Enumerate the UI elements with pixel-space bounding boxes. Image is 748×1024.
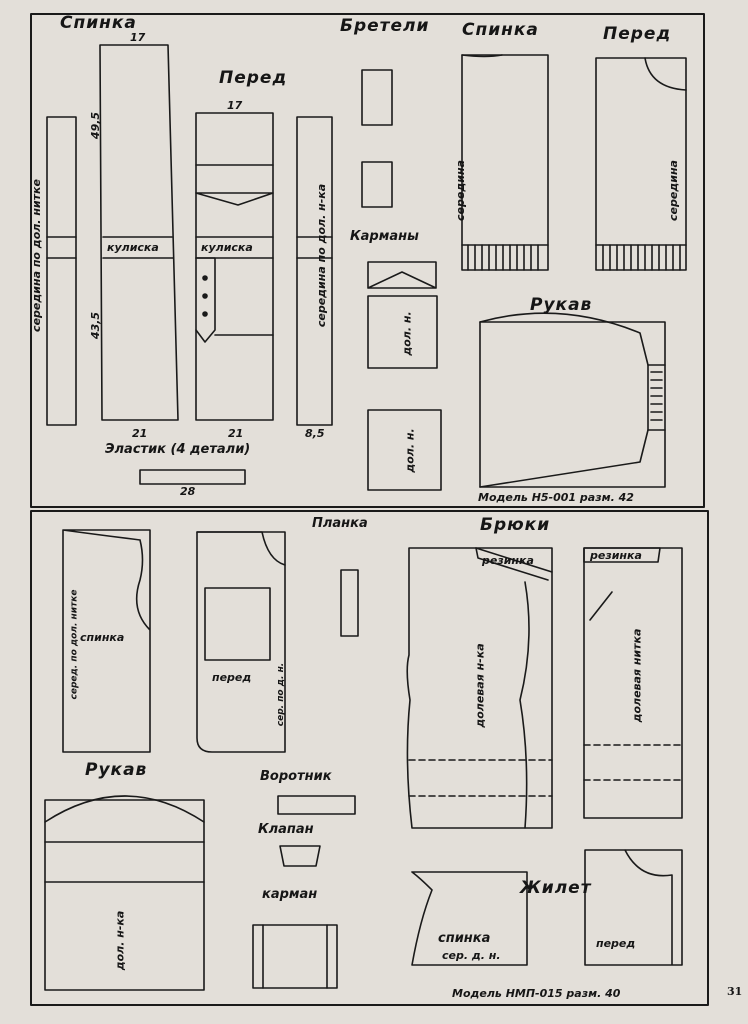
pered2-label: середина bbox=[666, 160, 680, 221]
top-pered2-piece bbox=[595, 57, 687, 271]
spinka-bottom-dim: 21 bbox=[132, 427, 148, 440]
karman-title-bottom: карман bbox=[262, 887, 318, 902]
karman-top-piece bbox=[367, 261, 437, 289]
spinka2-label: середина bbox=[453, 160, 467, 221]
bottom-pered-seam: сер. по д. н. bbox=[276, 662, 287, 727]
bryuki-right-piece bbox=[583, 547, 683, 819]
bottom-frame bbox=[30, 510, 709, 1006]
spinka-seam-label: середина по дол. нитке bbox=[29, 179, 43, 332]
top-bretely-title: Бретели bbox=[340, 16, 430, 36]
bottom-model-label: Модель НМП-015 разм. 40 bbox=[452, 987, 621, 1000]
bottom-spinka-seam: серед. по дол. нитке bbox=[69, 589, 80, 700]
bottom-rukav-title: Рукав bbox=[85, 760, 148, 780]
pered-top-dim: 17 bbox=[227, 99, 243, 112]
bottom-spinka-piece bbox=[62, 529, 151, 753]
spinka-mid-dim-2: 43,5 bbox=[89, 311, 103, 340]
top-spinka2-piece bbox=[461, 54, 549, 271]
karman-grain-bottom: дол. н. bbox=[403, 428, 417, 473]
spinka-kuliska: кулиска bbox=[107, 241, 159, 254]
top-spinka-title: Спинка bbox=[60, 13, 137, 33]
top-model-label: Модель Н5-001 разм. 42 bbox=[478, 491, 634, 504]
bottom-spinka-title: спинка bbox=[80, 631, 125, 644]
zhilet-spinka-label: спинка bbox=[438, 931, 491, 946]
zhilet-seam-label: сер. д. н. bbox=[442, 949, 501, 962]
karman-bottom-piece bbox=[367, 409, 442, 491]
bottom-pered-piece bbox=[196, 531, 286, 753]
klapan-title: Клапан bbox=[258, 822, 314, 837]
spinka-top-dim: 17 bbox=[130, 31, 146, 44]
karman-piece-bottom bbox=[252, 924, 338, 989]
bryuki-grain-2: долевая нитка bbox=[630, 628, 644, 723]
elastic-piece bbox=[139, 469, 246, 485]
bryuki-rezinka-2: резинка bbox=[590, 549, 642, 562]
planka-piece bbox=[340, 569, 359, 637]
spinka-mid-dim-1: 49,5 bbox=[89, 111, 103, 140]
bretely-1 bbox=[361, 69, 393, 126]
top-rukav-piece bbox=[479, 312, 666, 488]
pered-bottom-dim-2: 8,5 bbox=[305, 427, 325, 440]
bryuki-grain: долевая н-ка bbox=[473, 643, 487, 728]
top-pered-title: Перед bbox=[219, 68, 288, 88]
karman-grain-mid: дол. н. bbox=[400, 311, 414, 356]
top-left-strip bbox=[46, 116, 77, 426]
bottom-pered-title: перед bbox=[212, 671, 252, 684]
bottom-rukav-piece bbox=[44, 795, 205, 991]
klapan-piece bbox=[279, 845, 321, 867]
elastic-dim: 28 bbox=[180, 485, 196, 498]
zhilet-pered-label: перед bbox=[596, 937, 636, 950]
bottom-rukav-grain: дол. н-ка bbox=[113, 910, 127, 971]
pered-kuliska: кулиска bbox=[201, 241, 253, 254]
bryuki-left-piece bbox=[406, 547, 553, 829]
top-right-strip bbox=[296, 116, 333, 426]
bryuki-rezinka: резинка bbox=[482, 554, 534, 567]
pered-seam-label: середина по дол. н-ка bbox=[315, 183, 329, 328]
top-rukav-title: Рукав bbox=[530, 295, 593, 315]
page-number: 31 bbox=[727, 985, 743, 998]
elastic-label: Эластик (4 детали) bbox=[105, 442, 251, 457]
pered-bottom-dim: 21 bbox=[228, 427, 244, 440]
karman-mid-piece bbox=[367, 295, 438, 369]
top-frame bbox=[30, 13, 705, 508]
top-pered2-title: Перед bbox=[603, 24, 672, 44]
zhilet-title: Жилет bbox=[520, 878, 592, 898]
zhilet-spinka-piece bbox=[411, 871, 528, 966]
vorotnik-title: Воротник bbox=[260, 769, 332, 784]
top-pered-piece bbox=[195, 112, 274, 421]
planka-title: Планка bbox=[312, 516, 368, 531]
bryuki-title: Брюки bbox=[480, 515, 551, 535]
top-spinka-piece bbox=[99, 44, 179, 421]
zhilet-pered-piece bbox=[584, 849, 683, 966]
vorotnik-piece bbox=[277, 795, 356, 815]
top-spinka2-title: Спинка bbox=[462, 20, 539, 40]
bretely-2 bbox=[361, 161, 393, 208]
karmany-title: Карманы bbox=[350, 229, 419, 244]
